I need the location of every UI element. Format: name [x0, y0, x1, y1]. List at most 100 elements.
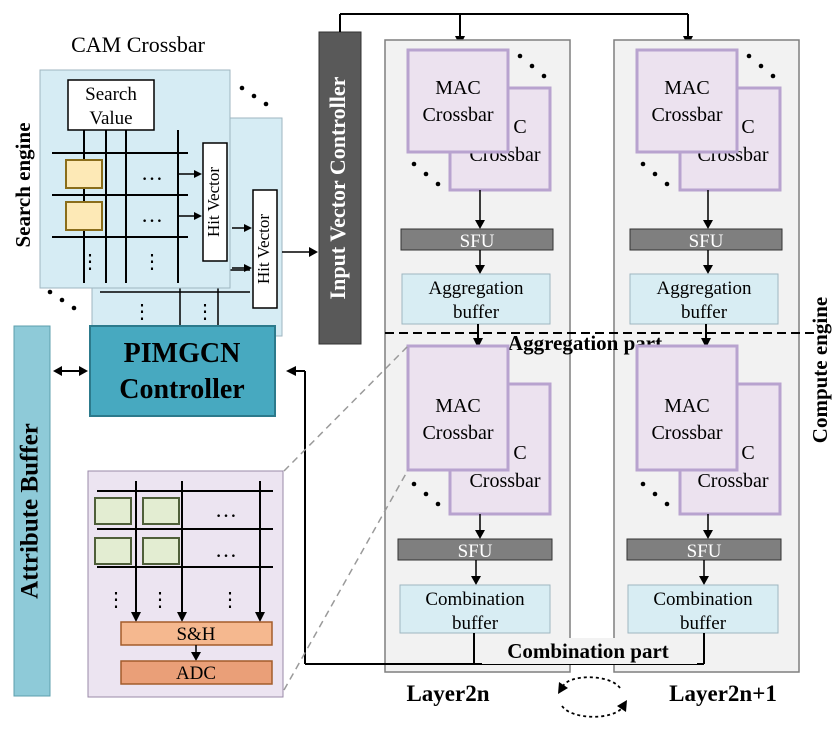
col1-comb-sfu-buf-arrowhead [471, 576, 481, 585]
col2-agg-dots [640, 53, 776, 187]
cam-back-vdots-2: ⋮ [195, 301, 215, 323]
sh-to-adc-arrowhead [191, 652, 201, 661]
col2-agg-buf-l1: Aggregation [657, 278, 752, 299]
search-value-line2: Value [89, 108, 132, 129]
cam-ellipsis-1: … [141, 160, 163, 185]
col2-combination-buffer [627, 584, 779, 634]
cam-ellipsis-2: … [141, 202, 163, 227]
col2-comb-mac-back-l2: Crossbar [697, 470, 768, 492]
cam-vdots-1: ⋮ [80, 251, 100, 273]
col1-agg-sfu [400, 228, 554, 251]
col2-comb-mac-front [635, 344, 739, 472]
col2-comb-buf-l2: buffer [680, 613, 727, 634]
col1-comb-mac-sfu-arrowhead [475, 530, 485, 539]
col2-comb-buf-l1: Combination [653, 589, 753, 610]
mac-detail-vdots-2: ⋮ [150, 589, 170, 611]
mac-detail-ellipsis-1: … [215, 497, 237, 522]
col1-comb-buf-l2: buffer [452, 613, 499, 634]
cam-row-arrows [178, 170, 252, 272]
attribute-buffer [13, 325, 51, 697]
input-vector-controller [318, 31, 362, 345]
col2-comb-mac-sfu-arrowhead [703, 530, 713, 539]
col2-comb-dots [640, 481, 670, 507]
col1-agg-mac-l1: MAC [435, 77, 481, 99]
col1-agg-dots [411, 53, 547, 187]
col2-agg-sfu-label: SFU [689, 231, 724, 252]
col2-agg-buf-l2: buffer [681, 302, 728, 323]
col2-sfu-buf-arrowhead [703, 265, 713, 274]
col1-agg-mac-front [406, 48, 510, 154]
col1-comb-dots [411, 481, 441, 507]
col1-comb-buf-l1: Combination [425, 589, 525, 610]
col1-aggregation-buffer [401, 273, 551, 325]
zoom-guide-top [283, 345, 409, 472]
col2-aggregation-buffer [629, 273, 779, 325]
pimgcn-controller-l1: PIMGCN [124, 338, 241, 369]
col1-agg-buf-l2: buffer [453, 302, 500, 323]
col1-comb-sfu-label: SFU [458, 541, 493, 562]
col2-comb-mac-back-l1: C [741, 442, 754, 464]
sample-hold-label: S&H [176, 624, 215, 645]
col1-agg-buf-l1: Aggregation [429, 278, 524, 299]
col1-agg-sfu-label: SFU [460, 231, 495, 252]
layer2n1-label: Layer2n+1 [669, 681, 777, 706]
hit-vector-back [252, 189, 278, 309]
col1-comb-mac-back-l2: Crossbar [469, 470, 540, 492]
hit-vector-front [202, 142, 228, 262]
search-value-box [67, 79, 155, 131]
hit-vector-back-label: Hit Vector [254, 214, 273, 284]
col2-agg-sfu [629, 228, 783, 251]
cam-vdots-2: ⋮ [142, 251, 162, 273]
combination-part-label-bg [482, 638, 697, 664]
col2-agg-mac-l2: Crossbar [651, 104, 722, 126]
col1-agg-mac-l2: Crossbar [422, 104, 493, 126]
cam-stack-dots-bottom [47, 289, 77, 311]
cam-cell-2 [65, 201, 103, 231]
mac-detail-grid [97, 481, 273, 622]
attr-pim-bidirectional-arrow [53, 366, 88, 376]
layer2n-label: Layer2n [406, 681, 489, 706]
col2-mac-sfu-arrowhead [703, 220, 713, 229]
pimgcn-controller-l2: Controller [119, 374, 244, 405]
input-vector-controller-label: Input Vector Controller [325, 76, 350, 299]
cam-back-vdots-1: ⋮ [132, 301, 152, 323]
col1-comb-sfu [397, 538, 553, 561]
col2-agg-mac-l1: MAC [664, 77, 710, 99]
col1-combination-buffer [399, 584, 551, 634]
mac-detail-ellipsis-2: … [215, 537, 237, 562]
cam-stack-dots-top [239, 85, 269, 107]
mac-detail-vdots-1: ⋮ [106, 589, 126, 611]
col2-comb-sfu-label: SFU [687, 541, 722, 562]
col1-comb-mac-l1: MAC [435, 395, 481, 417]
hit-to-ivc-arrowhead [309, 247, 318, 257]
col2-agg-mac-back-l1: C [741, 116, 754, 138]
mac-cell-2 [142, 497, 180, 525]
adc-label: ADC [176, 663, 216, 684]
zoom-guide-bottom [283, 469, 409, 691]
layer-swap-cycle-icon [558, 676, 627, 718]
col1-sfu-buf-arrowhead [475, 265, 485, 274]
compute-engine-label: Compute engine [808, 297, 832, 443]
adc-block [120, 660, 273, 685]
col1-agg-mac-back-l1: C [513, 116, 526, 138]
search-engine-label: Search engine [11, 122, 35, 247]
col2-agg-to-comb-arrowhead [701, 338, 711, 348]
cam-cell-1 [65, 159, 103, 189]
col2-agg-mac-front [635, 48, 739, 154]
col1-mac-sfu-arrowhead [475, 220, 485, 229]
mac-cell-4 [142, 537, 180, 565]
search-value-line1: Search [85, 84, 137, 105]
mac-detail-vdots-3: ⋮ [220, 589, 240, 611]
col1-comb-mac-back-l1: C [513, 442, 526, 464]
col1-comb-mac-l2: Crossbar [422, 422, 493, 444]
col2-comb-mac-l2: Crossbar [651, 422, 722, 444]
hit-vector-front-label: Hit Vector [204, 167, 223, 237]
col1-comb-mac-front [406, 344, 510, 472]
attribute-buffer-label: Attribute Buffer [17, 423, 44, 599]
mac-cell-1 [94, 497, 132, 525]
pimgcn-controller [89, 325, 276, 417]
mac-cell-3 [94, 537, 132, 565]
col1-agg-to-comb-arrowhead [473, 338, 483, 348]
col2-comb-mac-l1: MAC [664, 395, 710, 417]
